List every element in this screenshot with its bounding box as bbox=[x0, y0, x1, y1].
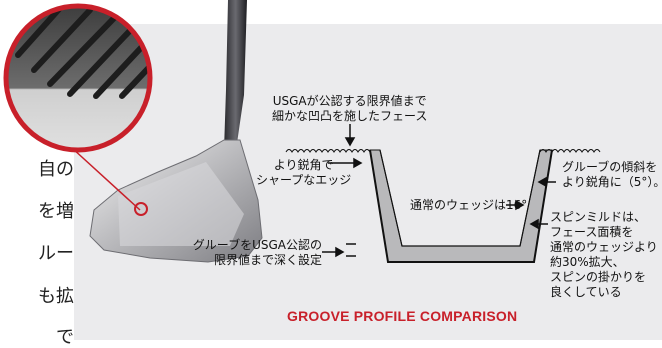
intro-fragment: を増 bbox=[38, 201, 74, 222]
label-line: シャープなエッジ bbox=[256, 173, 352, 187]
label-line: 通常のウェッジは16° bbox=[410, 198, 528, 212]
label-usga-surface: USGAが公認する限界値まで 細かな凹凸を施したフェース bbox=[272, 94, 427, 124]
label-line: 約30%拡大、 bbox=[550, 255, 625, 269]
intro-fragment: も拡 bbox=[38, 286, 74, 307]
diagram-title: GROOVE PROFILE COMPARISON bbox=[287, 308, 518, 324]
label-line: 通常のウェッジより bbox=[550, 240, 658, 254]
label-line: 細かな凹凸を施したフェース bbox=[272, 109, 428, 123]
intro-fragment: ルー bbox=[38, 243, 74, 264]
magnifier-pointer bbox=[71, 147, 148, 216]
club-head bbox=[89, 139, 263, 263]
label-line: より鋭角に（5°）。 bbox=[562, 175, 662, 189]
label-line: 限界値まで深く設定 bbox=[213, 253, 322, 267]
label-line: フェース面積を bbox=[550, 225, 634, 239]
label-line: USGAが公認する限界値まで bbox=[272, 94, 427, 108]
label-sharp-edge: より鋭角で シャープなエッジ bbox=[256, 158, 351, 188]
arrow-icon bbox=[322, 124, 556, 258]
magnifier-lens bbox=[3, 3, 153, 153]
label-line: グルーブの傾斜を bbox=[562, 160, 658, 174]
label-spinmilled: スピンミルドは、 フェース面積を 通常のウェッジより 約30%拡大、 スピンの掛… bbox=[550, 210, 658, 300]
left-text-column: 自の を増 ルー も拡 で bbox=[0, 0, 74, 348]
label-line: グルーブをUSGA公認の bbox=[192, 238, 322, 252]
label-deep-setting: グルーブをUSGA公認の 限界値まで深く設定 bbox=[182, 238, 322, 268]
club-shaft bbox=[224, 0, 247, 150]
label-groove-slope: グルーブの傾斜を より鋭角に（5°）。 bbox=[548, 160, 662, 190]
diagram-illustration bbox=[3, 0, 601, 263]
intro-fragment: 自の bbox=[38, 159, 74, 180]
label-line: スピンミルドは、 bbox=[550, 210, 647, 224]
label-standard-wedge: 通常のウェッジは16° bbox=[410, 198, 527, 213]
label-line: 良くしている bbox=[550, 285, 622, 299]
label-line: より鋭角で bbox=[273, 158, 334, 172]
label-line: スピンの掛かりを bbox=[550, 270, 647, 284]
groove-profile bbox=[285, 149, 601, 263]
